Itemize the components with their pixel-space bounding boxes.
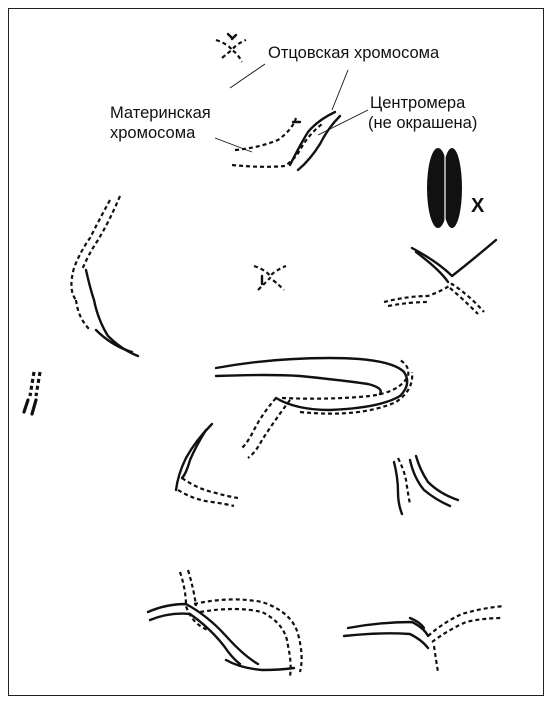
bivalent-bottom-right [344,606,504,672]
maternal-leader-line [215,138,252,152]
bivalent-right-cross [384,240,496,314]
tiny-bivalent-left [24,372,40,414]
centromere-leader-line [318,110,368,135]
small-bivalent-top [216,34,246,62]
x-chromosome [427,148,462,228]
bivalent-central-loop [216,358,412,458]
small-bivalent-middle [254,266,286,290]
bivalent-lower-left [176,424,238,506]
bivalent-lower-right [394,456,458,514]
bivalent-bottom-left [148,570,302,676]
paternal-leader-line [230,64,265,88]
bivalent-left-long [71,196,138,356]
paternal-leader-line-2 [332,70,348,110]
bivalent-top-labeled [232,112,340,170]
